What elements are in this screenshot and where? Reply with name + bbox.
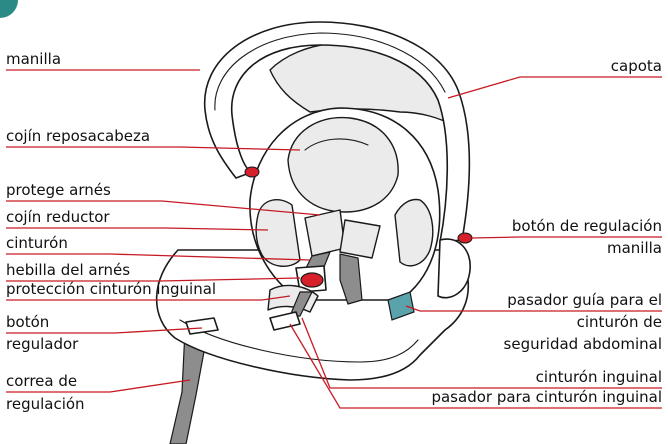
- label-pasador-guia-3: seguridad abdominal: [504, 335, 662, 353]
- label-cojin-reductor: cojín reductor: [6, 208, 110, 226]
- leader-boton-regulacion-manilla: [472, 237, 662, 238]
- label-cojin-reposacabeza: cojín reposacabeza: [6, 127, 150, 145]
- label-boton-regulacion-manilla-1: botón de regulación: [512, 217, 662, 235]
- label-boton-regulador-1: botón: [6, 313, 49, 331]
- handle-button-right: [458, 233, 472, 243]
- label-correa-regulacion-1: correa de: [6, 372, 77, 390]
- label-cinturon-inguinal: cinturón inguinal: [536, 368, 662, 386]
- label-proteccion-cinturon-inguinal: protección cinturón inguinal: [6, 280, 216, 298]
- label-correa-regulacion-2: regulación: [6, 395, 85, 413]
- label-pasador-cinturon-inguinal: pasador para cinturón inguinal: [431, 388, 662, 406]
- car-seat-illustration: [157, 22, 472, 444]
- corner-badge: [0, 0, 18, 18]
- leader-capota: [448, 77, 662, 98]
- label-boton-regulacion-manilla-2: manilla: [607, 239, 662, 257]
- reducer-cushion-right: [395, 200, 433, 266]
- leader-cojin-reposacabeza: [6, 147, 300, 150]
- label-pasador-guia-1: pasador guía para el: [507, 291, 662, 309]
- harness-pad-left: [305, 210, 345, 256]
- label-manilla: manilla: [6, 50, 61, 68]
- leader-cojin-reductor: [6, 228, 268, 230]
- label-capota: capota: [611, 57, 662, 75]
- handle-button-left: [245, 167, 259, 177]
- label-pasador-guia-2: cinturón de: [577, 313, 662, 331]
- harness-buckle-button: [301, 273, 323, 287]
- harness-pad-right: [340, 220, 380, 258]
- label-boton-regulador-2: regulador: [6, 335, 79, 353]
- head-cushion: [288, 118, 398, 212]
- label-protege-arnes: protege arnés: [6, 181, 111, 199]
- label-cinturon: cinturón: [6, 234, 68, 252]
- label-hebilla-arnes: hebilla del arnés: [6, 261, 130, 279]
